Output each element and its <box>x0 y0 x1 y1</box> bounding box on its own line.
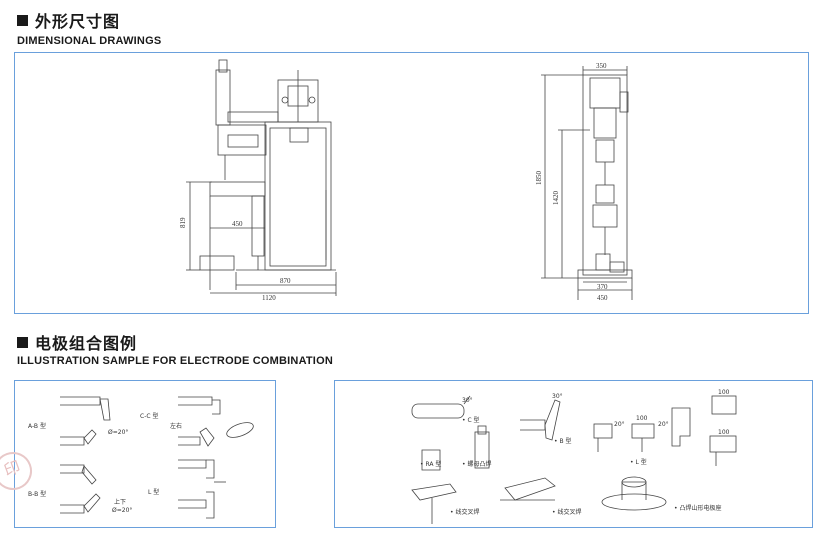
label-ab-type: A-B 型 <box>28 422 46 430</box>
label-boss-seat: • 凸焊山形电极座 <box>674 504 721 512</box>
front-frame <box>582 74 628 276</box>
square-bullet-icon <box>17 15 28 26</box>
l-type-electrode-2 <box>631 423 655 439</box>
label-updown: 上下 <box>114 498 126 506</box>
label-cross-wire-2: • 线交叉焊 <box>552 508 581 516</box>
label-cc-type: C-C 型 <box>140 412 158 420</box>
side-lower-arm <box>209 181 266 197</box>
side-foot-pedal <box>199 255 235 271</box>
label-angle-2: Ø=20° <box>112 507 132 514</box>
ab-upper-arm <box>60 396 101 406</box>
label-angle-l1: 20° <box>614 421 625 428</box>
label-nut-projection: • 螺母凸焊 <box>462 460 491 468</box>
b-type-electrode <box>520 419 546 431</box>
dim-1420: 1420 <box>552 191 560 206</box>
label-ra-type: • RA 型 <box>420 460 441 468</box>
section-title-electrode: 电极组合图例 <box>17 330 137 354</box>
label-angle-b: 30° <box>552 393 563 400</box>
dim-450-reach: 450 <box>232 220 243 228</box>
label-angle-1: Ø=20° <box>108 429 128 436</box>
section-title-dimensional: 外形尺寸图 <box>17 8 120 32</box>
label-bb-type: B-B 型 <box>28 490 46 498</box>
dimensional-drawings-frame <box>14 52 809 314</box>
ra-type-electrode <box>421 449 441 471</box>
l-upper-arm <box>178 459 207 469</box>
nut-projection-electrode <box>474 431 490 469</box>
bb-upper-arm <box>60 464 85 474</box>
dim-1850: 1850 <box>535 171 543 186</box>
square-bullet-icon <box>17 337 28 348</box>
section-subtitle-electrode: ILLUSTRATION SAMPLE FOR ELECTRODE COMBIN… <box>17 355 333 367</box>
cc-upper-arm <box>178 396 213 406</box>
l-type-electrode-4 <box>711 395 737 415</box>
boss-electrode-seat <box>601 493 667 511</box>
label-l-type: L 型 <box>148 488 159 496</box>
label-dim-100-b: 100 <box>718 389 730 396</box>
cross-wire-electrode-2 <box>504 477 556 501</box>
dim-819: 819 <box>179 217 187 228</box>
label-b-type: • B 型 <box>554 437 571 445</box>
c-type-electrode <box>411 403 465 419</box>
dim-1120: 1120 <box>262 294 276 302</box>
label-dim-100-a: 100 <box>636 415 648 422</box>
section-subtitle-dimensional: DIMENSIONAL DRAWINGS <box>17 35 162 47</box>
dim-350: 350 <box>596 62 607 70</box>
label-angle-l2: 20° <box>658 421 669 428</box>
l-type-electrode-1 <box>593 423 613 439</box>
dim-870: 870 <box>280 277 291 285</box>
cross-wire-electrode-1 <box>411 483 457 501</box>
dim-450-base: 450 <box>597 294 608 302</box>
label-angle-c: 30° <box>462 397 473 404</box>
electrode-combo-right-frame <box>334 380 813 528</box>
l-type-electrode-3 <box>671 407 691 447</box>
label-leftright: 左右 <box>170 422 182 430</box>
label-l-type-right: • L 型 <box>630 458 647 466</box>
dim-370: 370 <box>597 283 608 291</box>
label-dim-100-c: 100 <box>718 429 730 436</box>
label-cross-wire-1: • 线交叉焊 <box>450 508 479 516</box>
label-c-type: • C 型 <box>462 416 480 424</box>
electrode-combo-left-frame <box>14 380 276 528</box>
